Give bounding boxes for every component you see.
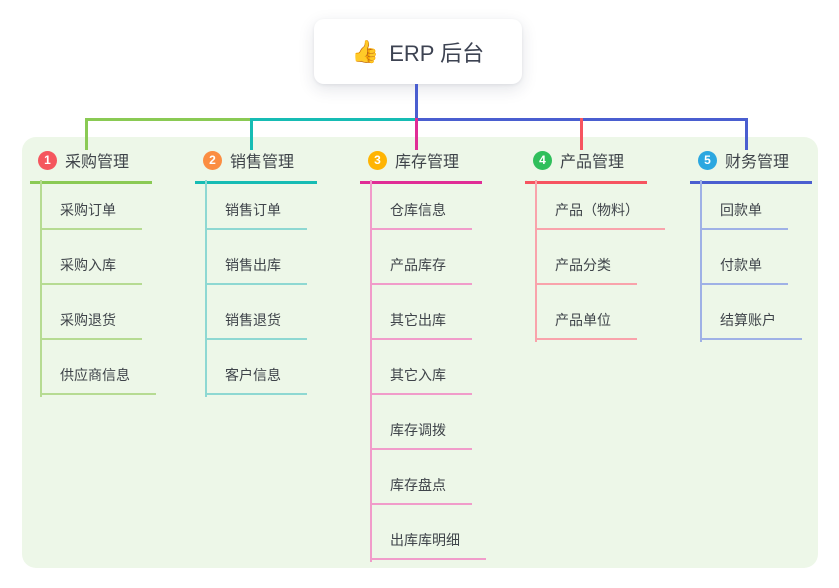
branch-topic-label: 采购管理 xyxy=(65,154,130,171)
branch-children-line xyxy=(205,180,207,397)
trunk-segment-2 xyxy=(250,118,418,121)
child-topic-仓库信息[interactable]: 仓库信息 xyxy=(370,201,472,230)
branch-topic-销售管理[interactable]: 2 销售管理 xyxy=(195,148,317,184)
branch-topic-库存管理[interactable]: 3 库存管理 xyxy=(360,148,482,184)
root-connector-line xyxy=(415,84,418,121)
child-topic-结算账户[interactable]: 结算账户 xyxy=(700,311,802,340)
child-topic-采购订单[interactable]: 采购订单 xyxy=(40,201,142,230)
branch-drop-line-3 xyxy=(415,118,418,150)
branch-drop-line-1 xyxy=(85,118,88,150)
branch-drop-line-2 xyxy=(250,118,253,150)
child-topic-供应商信息[interactable]: 供应商信息 xyxy=(40,366,156,395)
branch-topic-产品管理[interactable]: 4 产品管理 xyxy=(525,148,647,184)
branch-number-badge: 4 xyxy=(533,150,552,170)
child-topic-产品单位[interactable]: 产品单位 xyxy=(535,311,637,340)
root-topic[interactable]: 👍 ERP 后台 xyxy=(314,19,522,84)
child-topic-销售出库[interactable]: 销售出库 xyxy=(205,256,307,285)
child-topic-销售订单[interactable]: 销售订单 xyxy=(205,201,307,230)
branches-panel xyxy=(22,137,818,568)
root-topic-label: ERP 后台 xyxy=(389,40,485,66)
branch-children-line xyxy=(535,180,537,342)
branch-drop-line-4 xyxy=(580,118,583,150)
branch-number-badge: 2 xyxy=(203,150,222,170)
child-topic-产品库存[interactable]: 产品库存 xyxy=(370,256,472,285)
child-topic-出库库明细[interactable]: 出库库明细 xyxy=(370,531,486,560)
branch-topic-采购管理[interactable]: 1 采购管理 xyxy=(30,148,152,184)
branch-children-line xyxy=(700,180,702,342)
child-topic-库存盘点[interactable]: 库存盘点 xyxy=(370,476,472,505)
child-topic-付款单[interactable]: 付款单 xyxy=(700,256,788,285)
child-topic-其它入库[interactable]: 其它入库 xyxy=(370,366,472,395)
branch-number-badge: 3 xyxy=(368,150,387,170)
branch-drop-line-5 xyxy=(745,118,748,150)
branch-number-badge: 1 xyxy=(38,150,57,170)
child-topic-产品分类[interactable]: 产品分类 xyxy=(535,256,637,285)
branch-children-line xyxy=(370,180,372,562)
branch-topic-label: 库存管理 xyxy=(395,154,460,171)
branch-topic-财务管理[interactable]: 5 财务管理 xyxy=(690,148,812,184)
branch-number-badge: 5 xyxy=(698,150,717,170)
child-topic-采购入库[interactable]: 采购入库 xyxy=(40,256,142,285)
thumbs-up-icon: 👍 xyxy=(351,38,380,64)
child-topic-回款单[interactable]: 回款单 xyxy=(700,201,788,230)
child-topic-其它出库[interactable]: 其它出库 xyxy=(370,311,472,340)
child-topic-客户信息[interactable]: 客户信息 xyxy=(205,366,307,395)
child-topic-销售退货[interactable]: 销售退货 xyxy=(205,311,307,340)
child-topic-库存调拨[interactable]: 库存调拨 xyxy=(370,421,472,450)
child-topic-产品（物料）[interactable]: 产品（物料） xyxy=(535,201,665,230)
trunk-segment-1 xyxy=(85,118,253,121)
branch-topic-label: 财务管理 xyxy=(725,154,790,171)
branch-topic-label: 销售管理 xyxy=(230,154,295,171)
child-topic-采购退货[interactable]: 采购退货 xyxy=(40,311,142,340)
branch-children-line xyxy=(40,180,42,397)
branch-topic-label: 产品管理 xyxy=(560,154,625,171)
